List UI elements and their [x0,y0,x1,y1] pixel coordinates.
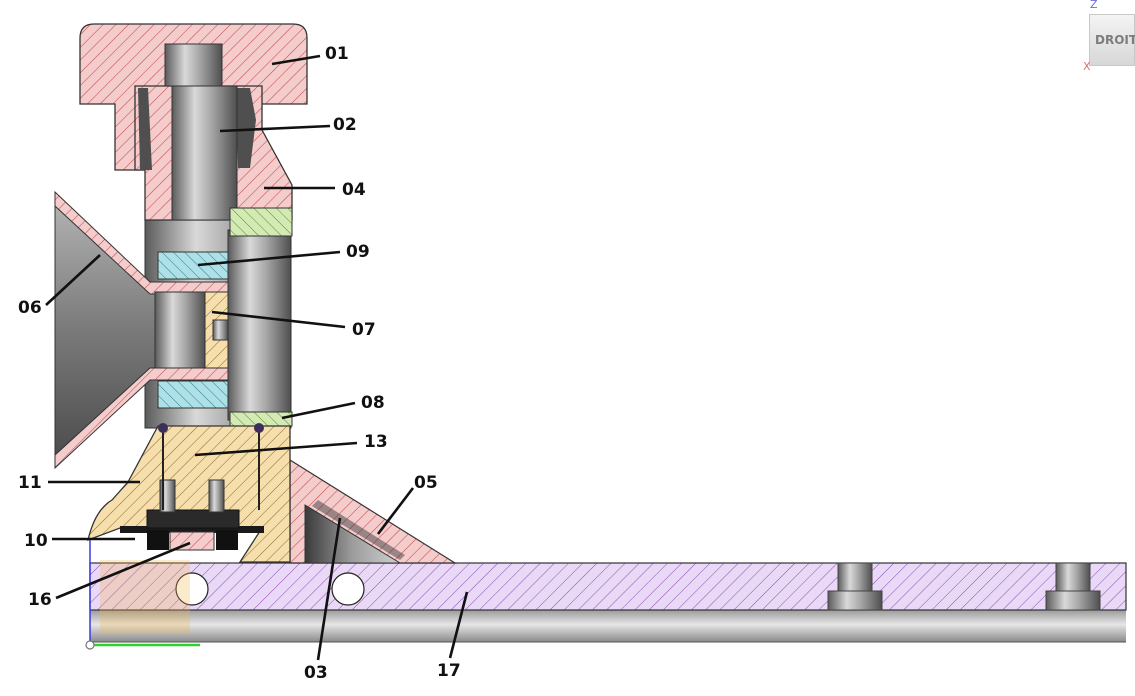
bushing-09-bottom [157,380,229,409]
callout-05: 05 [414,473,438,493]
callout-04: 04 [342,180,366,200]
base-plate-17 [89,562,1127,611]
callout-13: 13 [364,432,388,452]
cone-06-wall-bottom [54,367,229,470]
base-screw-1 [827,562,883,611]
callout-02: 02 [333,115,357,135]
screw-02-head [164,43,223,87]
callout-11: 11 [18,473,42,493]
callout-06: 06 [18,298,42,318]
callout-08: 08 [361,393,385,413]
foot-10 [120,526,264,533]
bracket-05-slot [304,504,402,564]
callout-01: 01 [325,44,349,64]
cone-06-boss [154,291,206,369]
callout-16: 16 [28,590,52,610]
leader-lines [45,54,469,661]
callout-09: 09 [346,242,370,262]
view-cube-label: DROITE [1095,33,1135,47]
origin-marker [85,640,95,650]
base-screw-2 [1045,562,1101,611]
cone-06 [54,194,156,467]
callout-17: 17 [437,661,461,681]
bushing-09-top [157,251,229,280]
screw-02-shank [171,85,238,221]
callout-10: 10 [24,531,48,551]
view-cube-axis-x: X [1083,60,1091,73]
callout-03: 03 [304,663,328,683]
base-hole-1 [175,572,209,606]
pad-08-top [229,207,293,237]
view-cube-axis-z: Z [1090,0,1098,11]
rail-bar [90,610,1126,642]
callout-07: 07 [352,320,376,340]
base-hole-2 [331,572,365,606]
view-cube[interactable]: Z DROITE X [1083,0,1135,80]
base-highlight [100,560,190,634]
foot-block [146,509,240,529]
